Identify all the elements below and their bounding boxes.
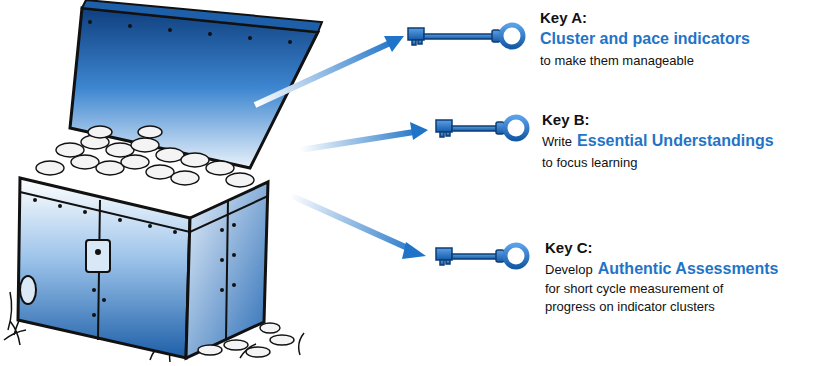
text-line: Key A:: [540, 8, 830, 29]
key-emphasis: Essential Understandings: [577, 132, 774, 149]
key-description: to make them manageable: [540, 53, 694, 68]
text-line: Key B:: [542, 110, 830, 131]
key-icons: [408, 25, 527, 267]
key-emphasis: Authentic Assessments: [598, 260, 779, 277]
key-description: for short cycle measurement of progress …: [545, 280, 750, 318]
text-line: to make them manageable: [540, 50, 830, 71]
text-line: Cluster and pace indicators: [540, 29, 830, 50]
key-text-group: Key A: Cluster and pace indicators to make…: [540, 8, 830, 70]
text-line: for short cycle measurement of progress …: [545, 280, 830, 318]
pointer-arrows: [255, 36, 428, 259]
key-text-group: Key C: Develop Authentic Assessments for sh…: [545, 238, 830, 317]
text-line: to focus learning: [542, 152, 830, 173]
key-description: Write: [542, 134, 572, 149]
key-description: to focus learning: [542, 155, 637, 170]
coins: [36, 126, 254, 187]
text-line: Write Essential Understandings: [542, 131, 830, 152]
key-emphasis: Cluster and pace indicators: [540, 30, 750, 47]
key-heading: Key B:: [542, 111, 590, 128]
text-line: Key C:: [545, 238, 830, 259]
key-text-group: Key B: Write Essential Understandings to fo…: [542, 110, 830, 172]
text-line: Develop Authentic Assessments: [545, 259, 830, 280]
key-heading: Key C:: [545, 239, 593, 256]
key-heading: Key A:: [540, 9, 587, 26]
key-description: Develop: [545, 262, 593, 277]
